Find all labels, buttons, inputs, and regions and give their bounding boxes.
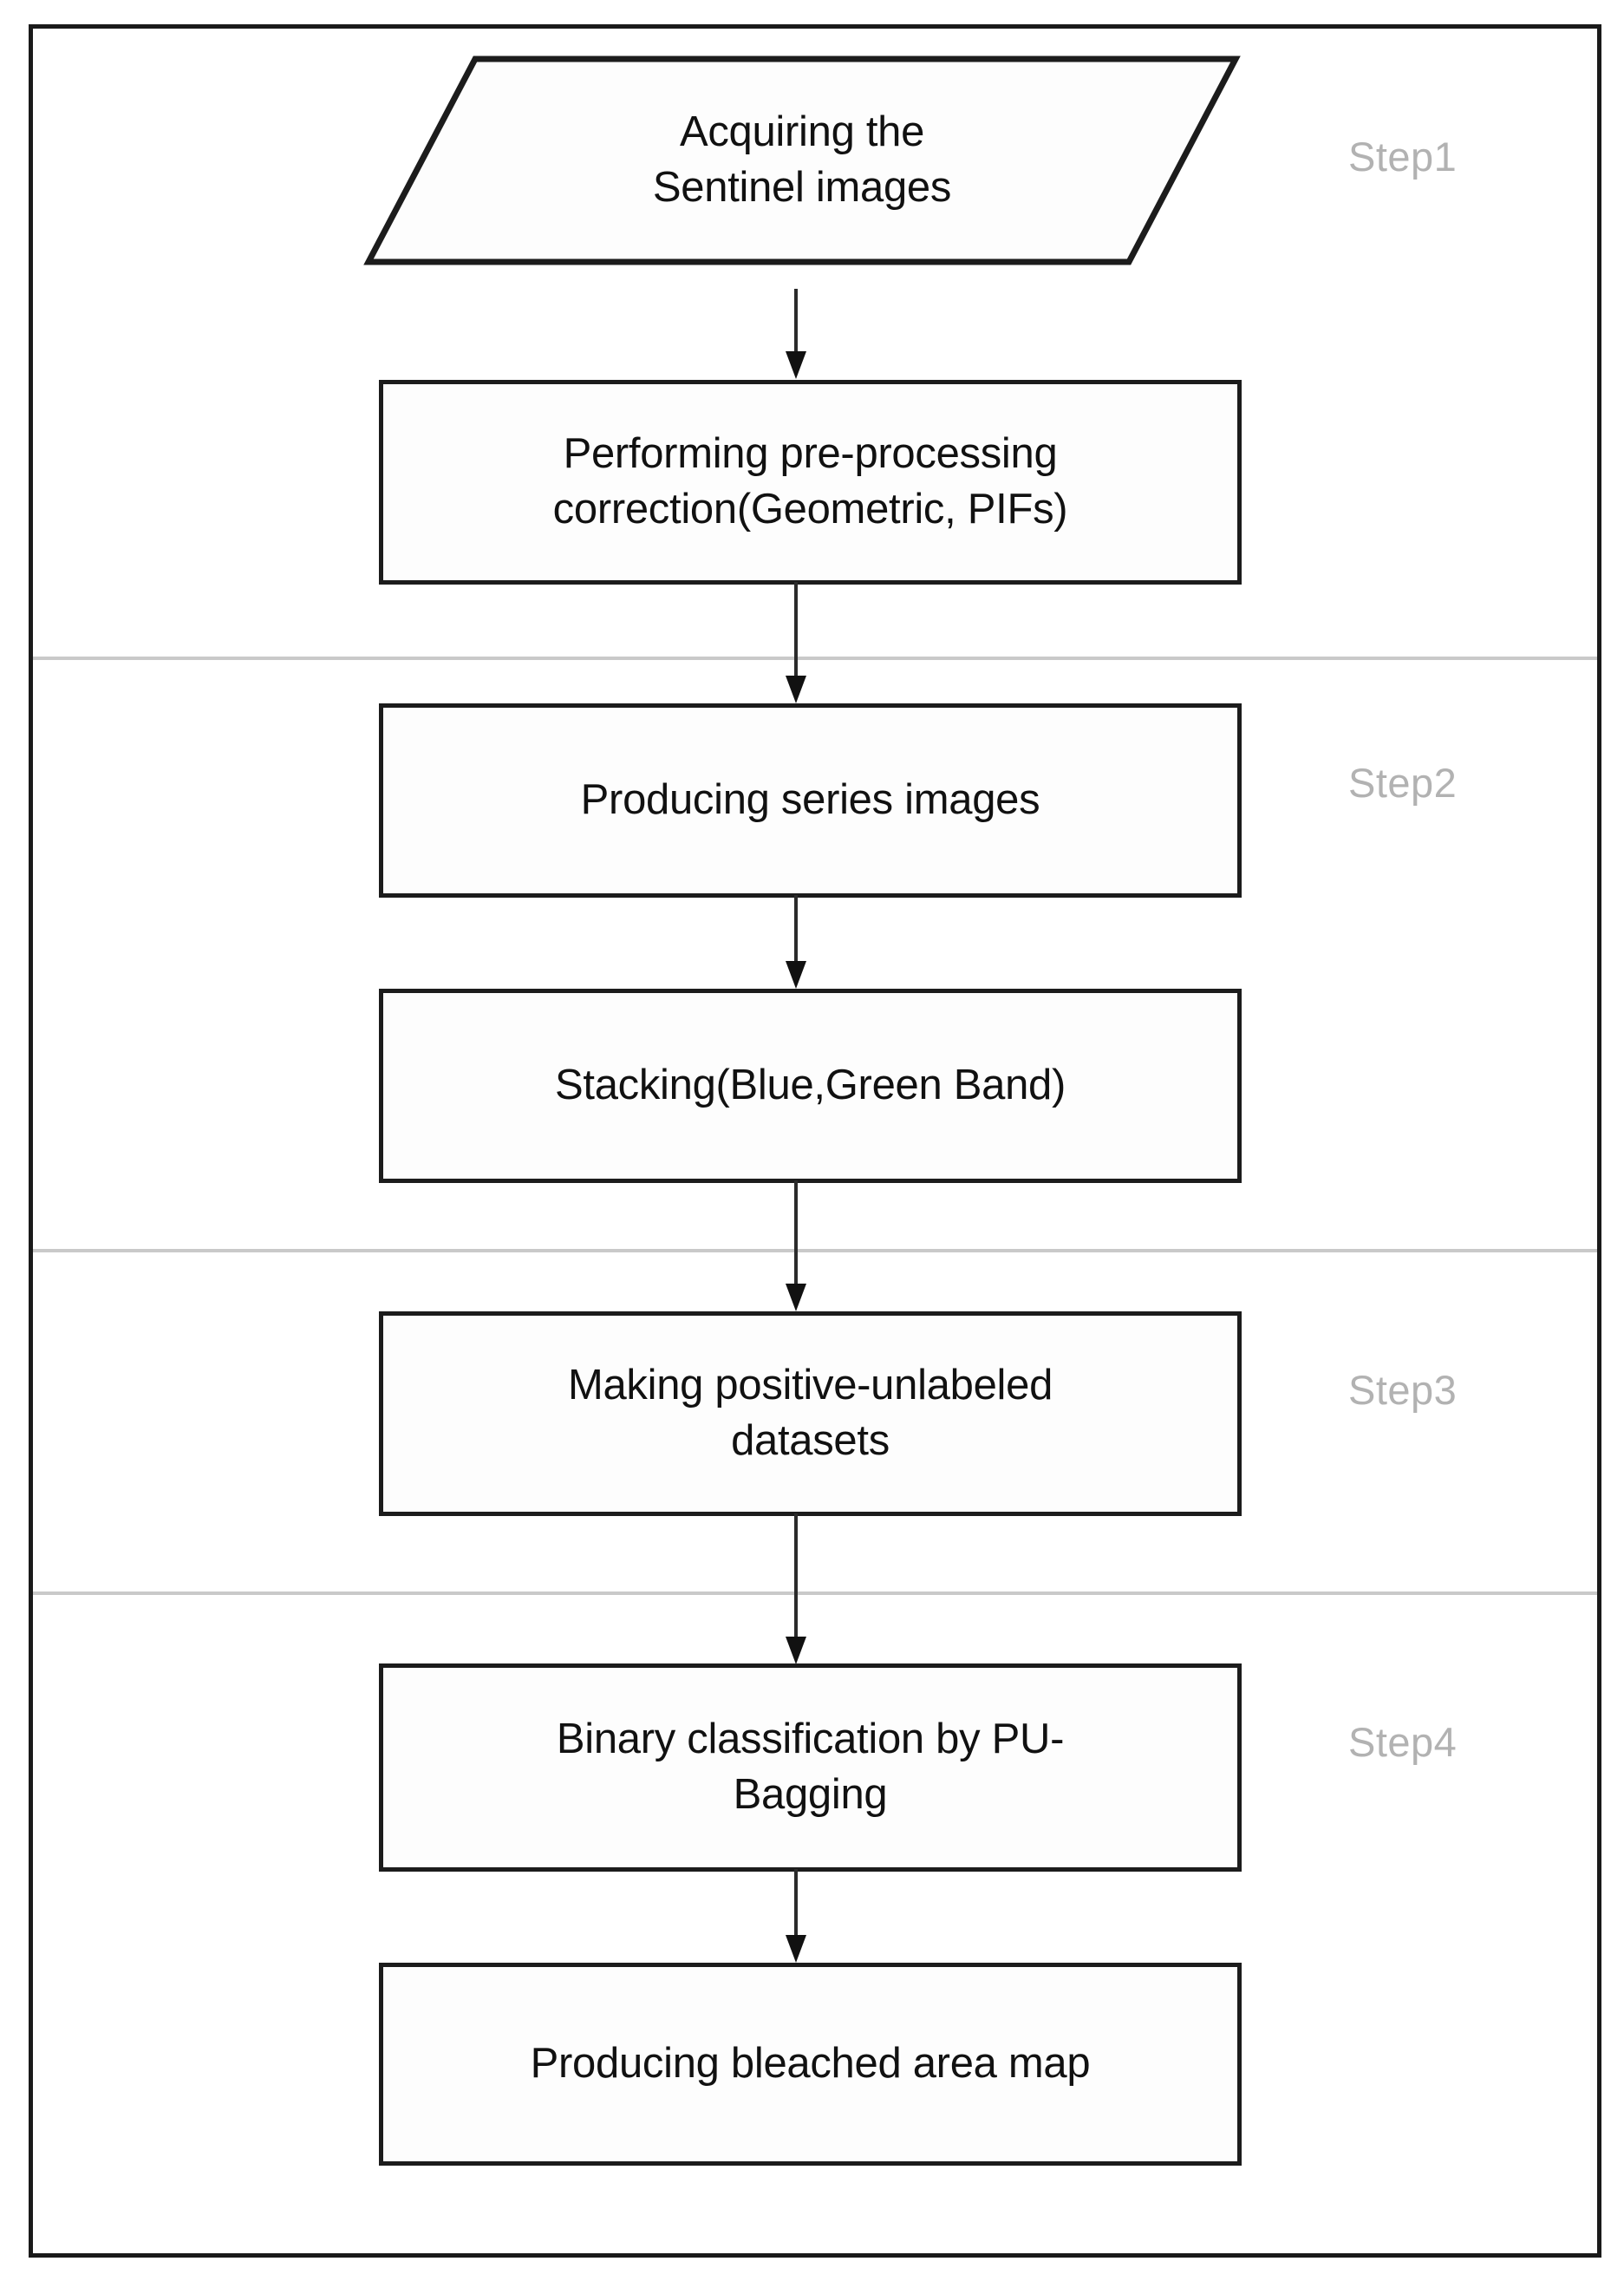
step-label-step4: Step4 xyxy=(1348,1719,1458,1765)
node-label: Binary classification by PU- Bagging xyxy=(556,1716,1065,1818)
connector-n5-n6 xyxy=(779,1513,813,1668)
connector-n6-n7 xyxy=(779,1869,813,1966)
node-label: Performing pre-processing correction(Geo… xyxy=(552,430,1068,533)
step-label-step1: Step1 xyxy=(1348,134,1458,180)
divider-step2-step3 xyxy=(33,1249,1597,1252)
node-preprocessing-correction[interactable]: Performing pre-processing correction(Geo… xyxy=(379,380,1242,585)
node-stacking-blue-green-band[interactable]: Stacking(Blue,Green Band) xyxy=(379,989,1242,1183)
node-label: Stacking(Blue,Green Band) xyxy=(555,1062,1066,1109)
node-label: Producing series images xyxy=(580,776,1040,824)
parallelogram-outline xyxy=(363,56,1241,265)
node-producing-series-images[interactable]: Producing series images xyxy=(379,703,1242,898)
connector-n3-n4 xyxy=(779,895,813,992)
node-label: Producing bleached area map xyxy=(530,2040,1091,2088)
node-acquiring-sentinel-images[interactable]: Acquiring the Sentinel images xyxy=(363,55,1241,266)
node-binary-classification-pu-bagging[interactable]: Binary classification by PU- Bagging xyxy=(379,1663,1242,1872)
node-producing-bleached-area-map[interactable]: Producing bleached area map xyxy=(379,1963,1242,2166)
connector-n1-n2 xyxy=(779,289,813,382)
connector-n2-n3 xyxy=(779,582,813,707)
divider-step3-step4 xyxy=(33,1591,1597,1595)
node-label: Making positive-unlabeled datasets xyxy=(567,1362,1053,1464)
step-label-step3: Step3 xyxy=(1348,1367,1458,1413)
divider-step1-step2 xyxy=(33,657,1597,660)
node-making-positive-unlabeled-datasets[interactable]: Making positive-unlabeled datasets xyxy=(379,1311,1242,1516)
figure-border: Step1 Step2 Step3 Step4 Acquiring the Se… xyxy=(29,24,1601,2258)
step-label-step2: Step2 xyxy=(1348,760,1458,806)
connector-n4-n5 xyxy=(779,1180,813,1315)
